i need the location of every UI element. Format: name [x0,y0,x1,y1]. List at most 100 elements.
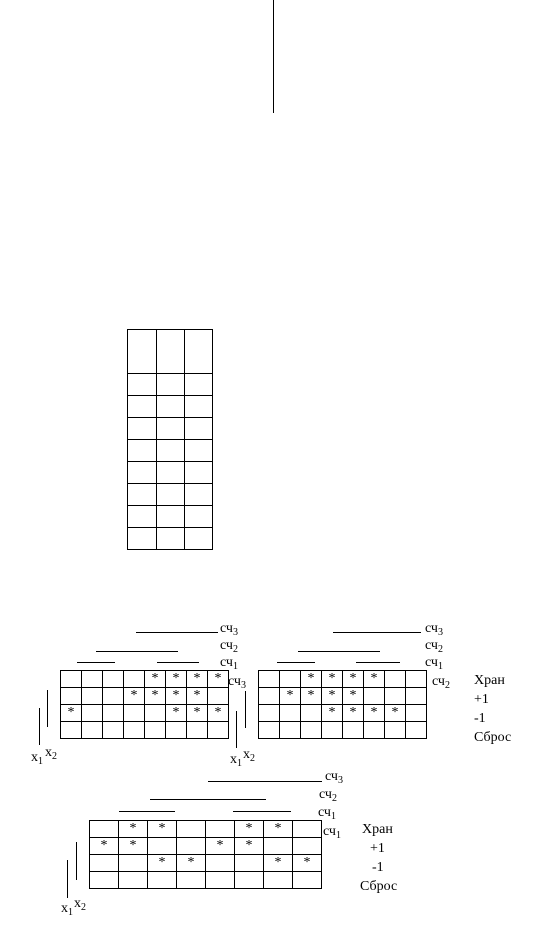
sc2-bar [298,651,380,652]
grid-cell [81,721,103,739]
mode-label-dec: -1 [474,711,486,726]
grid-row [89,871,322,889]
grid-cell [363,687,385,705]
grid-cell [205,871,235,889]
grid-cell [263,871,293,889]
grid-cell: * [147,820,177,838]
grid-cell [102,670,124,688]
grid-cell [123,670,145,688]
grid-row: **** [89,820,322,838]
grid-cell: * [144,687,166,705]
grid-cell [258,704,280,722]
grid-cell: * [292,854,322,872]
grid-cell [176,837,206,855]
grid-row: **** [258,687,427,705]
grid-cell: * [363,670,385,688]
x1-bar [39,708,40,745]
grid-cell [118,854,148,872]
x2-bar [245,691,246,728]
grid-cell: * [300,670,322,688]
grid-cell [405,670,427,688]
mode-label-inc: +1 [474,692,489,707]
grid-cell: * [89,837,119,855]
grid-cell: * [118,837,148,855]
sc1-bar-a [119,811,175,812]
grid-cell [405,687,427,705]
x1-label: x1 [31,750,43,768]
grid-cell: * [118,820,148,838]
grid-cell: * [186,704,208,722]
grid-cell: * [60,704,82,722]
grid-cell [292,820,322,838]
sc1-label: сч1 [318,805,336,823]
grid-cell: * [186,670,208,688]
sc3-bar [208,781,322,782]
grid-cell: * [186,687,208,705]
sc2-label: сч2 [319,787,337,805]
grid-row: **** [89,854,322,872]
sc2-label: сч2 [425,638,443,656]
grid-cell [300,704,322,722]
grid-cell [102,704,124,722]
sc3-row-label: сч3 [228,674,246,692]
grid-cell [81,670,103,688]
karnaugh-grid-3: ************ [89,820,322,889]
grid-cell [102,687,124,705]
grid-cell: * [384,704,406,722]
grid-cell [205,820,235,838]
grid-cell [205,854,235,872]
grid-cell [384,670,406,688]
x1-label: x1 [230,752,242,770]
sc2-label: сч2 [220,638,238,656]
grid-row: **** [89,837,322,855]
x1-label: x1 [61,901,73,919]
grid-cell [363,721,385,739]
grid-cell [144,704,166,722]
grid-cell [300,721,322,739]
grid-cell [176,871,206,889]
grid-cell [279,670,301,688]
grid-cell [405,704,427,722]
empty-table [127,329,213,550]
mode-label-hold: Хран [362,822,393,837]
grid-cell [89,871,119,889]
sc2-row-label: сч2 [432,674,450,692]
grid-cell: * [207,704,229,722]
grid-cell: * [321,687,343,705]
grid-cell [263,837,293,855]
sc1-bar-a [277,662,315,663]
grid-cell [118,871,148,889]
grid-row [60,721,229,739]
grid-row [258,721,427,739]
mode-label-hold: Хран [474,673,505,688]
sc1-row-label: сч1 [323,824,341,842]
grid-cell [279,721,301,739]
grid-cell [165,721,187,739]
grid-cell: * [342,704,364,722]
grid-cell [123,721,145,739]
grid-cell [102,721,124,739]
grid-cell [89,820,119,838]
x1-bar [236,711,237,748]
grid-row: **** [258,670,427,688]
grid-cell [60,670,82,688]
grid-cell [279,704,301,722]
mode-label-dec: -1 [372,860,384,875]
grid-cell [292,837,322,855]
grid-cell [258,687,280,705]
grid-cell [60,687,82,705]
grid-cell [405,721,427,739]
grid-cell [207,721,229,739]
top-divider-line [273,0,274,113]
grid-cell [292,871,322,889]
grid-cell: * [165,687,187,705]
sc1-bar-a [77,662,115,663]
sc1-label: сч1 [425,655,443,673]
grid-cell [123,704,145,722]
mode-label-inc: +1 [370,841,385,856]
grid-cell [384,687,406,705]
mode-label-reset: Сброс [360,879,398,894]
grid-row: **** [60,670,229,688]
grid-cell [234,854,264,872]
sc1-bar-b [157,662,199,663]
